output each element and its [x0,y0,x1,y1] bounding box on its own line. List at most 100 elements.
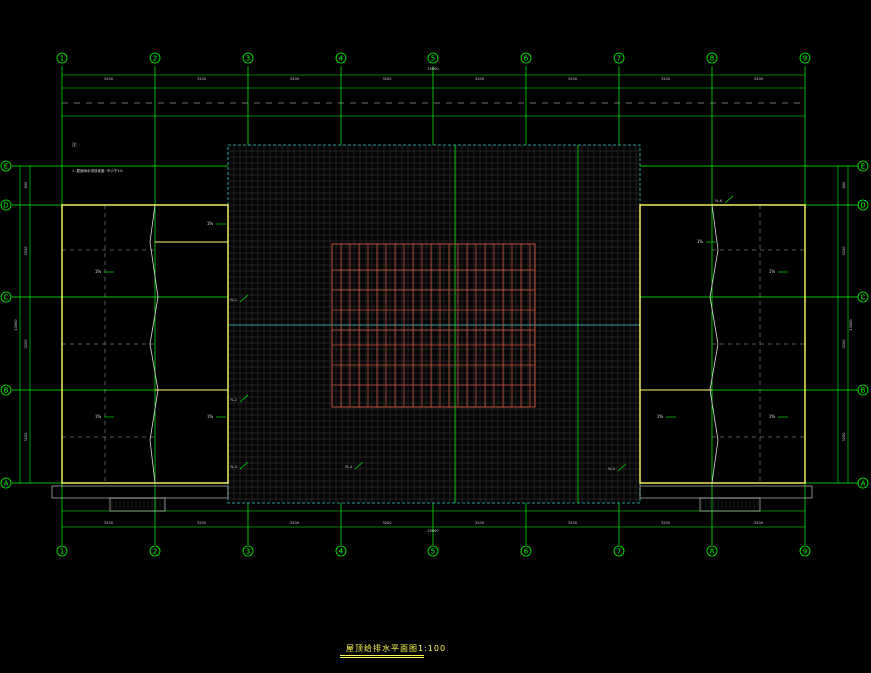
note-heading: 注: [72,141,77,147]
column-axis-label: 4 [339,55,344,63]
side-roof-blocks [61,204,806,484]
column-axis-label: 6 [524,548,529,556]
slope-label: 1% [697,239,704,244]
column-axis-bubble [427,545,439,557]
pipe-leader [239,394,249,403]
row-axis-label: D [860,202,865,210]
right-dimension-text: 3200 [842,340,846,349]
row-axis-label: B [4,387,9,395]
right-base-strip [639,485,813,499]
slope-label: 1% [95,414,102,419]
drawing-title: 屋顶给排水平面图1:100 [346,644,447,653]
row-axis-label: B [861,387,866,395]
left-base-step [109,497,166,512]
pipe-label: YL-3 [230,465,237,469]
row-axis-label: C [861,294,866,302]
column-axis-bubble [56,52,68,64]
column-axis-label: 2 [153,548,157,556]
column-axis-label: 6 [524,55,529,63]
column-axis-bubble [149,545,161,557]
column-axis-label: 5 [431,548,435,556]
slope-label: 1% [207,221,214,226]
column-axis-bubble [706,52,718,64]
title-underline [340,655,424,656]
left-dimension-text: 3200 [24,247,28,256]
column-axis-label: 7 [617,55,621,63]
top-dimension-text: 3200 [197,77,206,81]
pipe-leader [617,463,627,472]
top-dimension-text: 3200 [754,77,763,81]
row-axis-label: C [4,294,9,302]
column-axis-bubble [799,545,811,557]
column-axis-label: 8 [710,548,714,556]
row-axis-label: A [861,480,866,488]
column-axis-bubble [335,545,347,557]
column-axis-bubble [613,52,625,64]
skylight-outline [331,243,536,408]
column-axis-bubble [613,545,625,557]
side-roof-outline [639,204,806,484]
column-axis-label: 3 [246,548,250,556]
left-base-strip [51,485,229,499]
row-axis-bubble [857,477,869,489]
pipe-label: YL-5 [608,467,615,471]
column-axis-bubble [56,545,68,557]
right-dimension-text: 3200 [842,247,846,256]
right-dimension-text: 3200 [842,433,846,442]
bottom-dimension-text: 3200 [475,521,484,525]
pipe-label: YL-2 [230,398,237,402]
pipe-leader [239,461,249,470]
bottom-dimension-text: 3200 [197,521,206,525]
bottom-dimension-text: 3200 [568,521,577,525]
left-dimension-text: 3200 [24,340,28,349]
column-axis-label: 9 [803,55,807,63]
right-dimension-text: 600 [842,182,846,189]
right-ridge-line [709,204,719,484]
top-dimension-text: 3200 [661,77,670,81]
pipe-leader [239,294,249,303]
row-axis-bubble [857,199,869,211]
top-dimension-text: 3200 [568,77,577,81]
pipe-label: YL-6 [715,199,722,203]
column-axis-label: 2 [153,55,157,63]
pipe-leader [354,461,364,470]
top-dimension-text: 3200 [383,77,392,81]
top-total-dimension: 25600 [427,67,438,71]
pipe-label: YL-1 [230,298,237,302]
column-axis-label: 1 [60,55,64,63]
bottom-dimension-text: 3200 [661,521,670,525]
slope-label: 1% [769,269,776,274]
row-axis-bubble [0,199,12,211]
column-axis-label: 7 [617,548,621,556]
top-dimension-text: 3200 [475,77,484,81]
bottom-total-dimension: 25600 [427,529,438,533]
column-axis-label: 4 [339,548,344,556]
left-dimension-text: 3200 [24,433,28,442]
row-axis-label: D [3,202,8,210]
row-axis-bubble [0,477,12,489]
bottom-dimension-text: 3200 [383,521,392,525]
dimension-lines: 3200 3200 3200 3200 3200 3200 3200 3200 25600 320… [14,67,853,533]
pipe-label: YL-4 [345,465,352,469]
title-underline-2 [340,657,424,658]
column-axis-bubble [520,545,532,557]
central-roof-outline [227,144,641,504]
left-total-dimension: 13000 [14,319,18,330]
left-dimension-text: 600 [24,182,28,189]
base-strips [51,485,813,512]
bottom-dimension-text: 3200 [754,521,763,525]
slope-label: 1% [207,414,214,419]
column-axis-bubble [706,545,718,557]
column-axis-bubble [149,52,161,64]
row-axis-label: E [861,163,865,171]
column-axis-label: 5 [431,55,435,63]
pipe-leader [724,195,734,204]
slope-label: 1% [769,414,776,419]
slope-label: 1% [657,414,664,419]
bottom-dimension-text: 3200 [290,521,299,525]
row-axis-bubble [0,384,12,396]
row-axis-bubble [0,160,12,172]
skylight-frame [331,243,536,408]
column-axis-label: 3 [246,55,250,63]
